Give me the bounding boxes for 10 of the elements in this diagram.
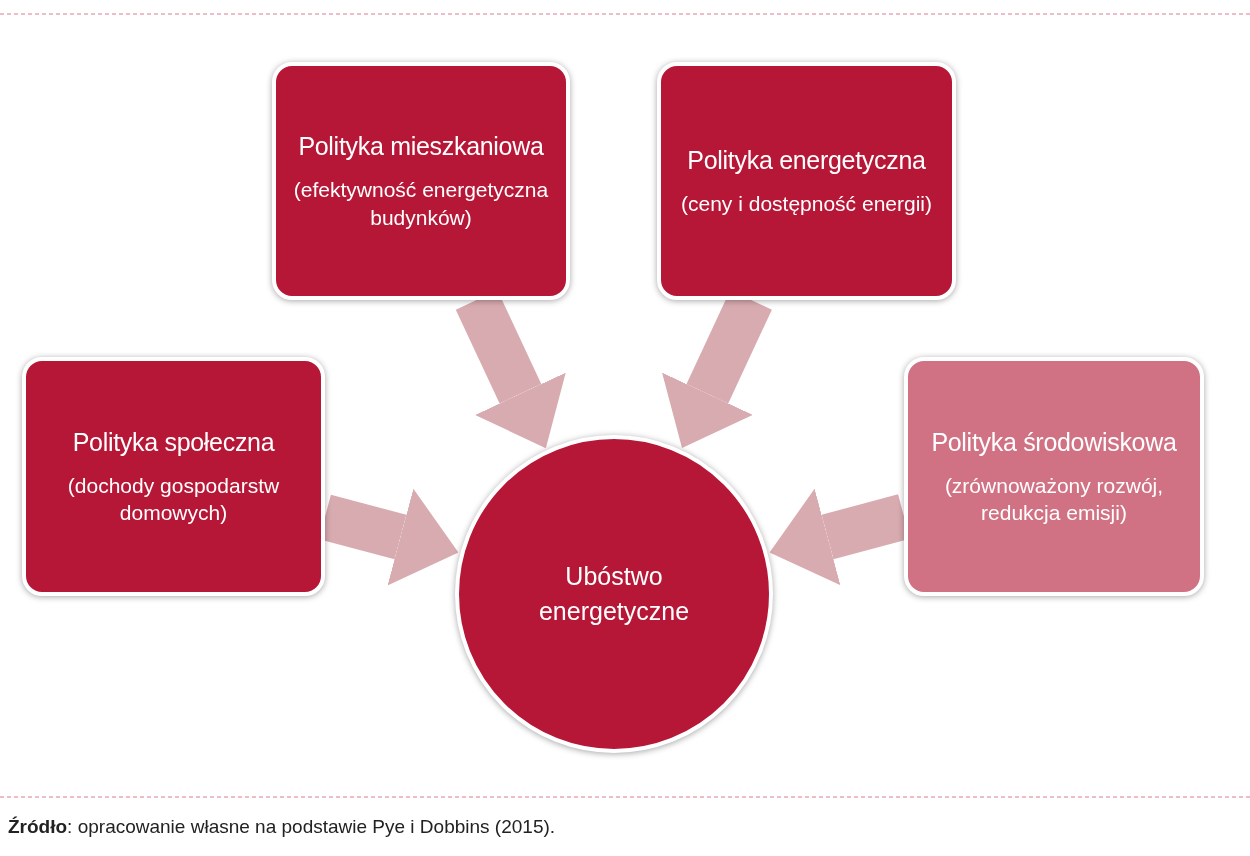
box-description: (dochody gospodarstw domowych)	[66, 472, 281, 527]
box-heading: Polityka społeczna	[72, 426, 275, 458]
box-heading: Polityka środowiskowa	[931, 426, 1177, 458]
node-label: Ubóstwo energetyczne	[537, 561, 691, 627]
box-description: (ceny i dostępność energii)	[681, 190, 932, 217]
box-heading: Polityka mieszkaniowa	[298, 131, 544, 163]
source-note: Źródło: opracowanie własne na podstawie Pye i Dobbins (2015).	[8, 816, 556, 838]
box-heading: Polityka energetyczna	[687, 144, 926, 176]
box-description: (efektywność energetyczna budynków)	[292, 177, 550, 231]
box-description: (zrównoważony rozwój, redukcja emisji)	[943, 472, 1165, 527]
